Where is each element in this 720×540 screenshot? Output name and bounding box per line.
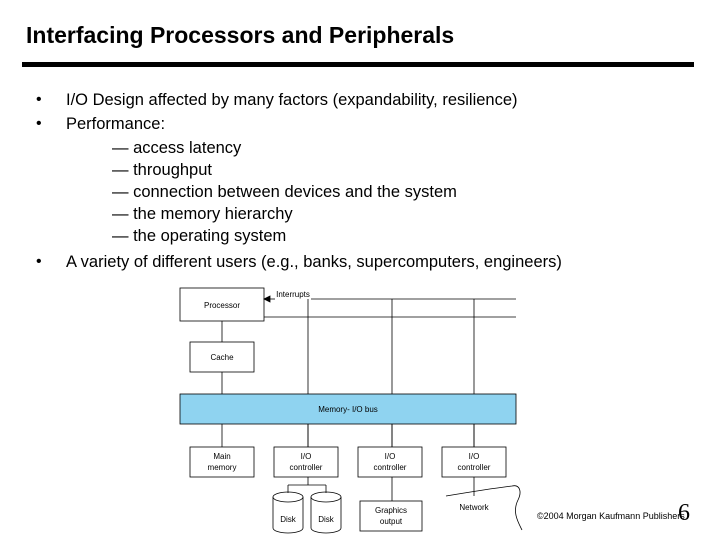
main-memory-box bbox=[189, 446, 255, 478]
bullet-users: A variety of different users (e.g., bank… bbox=[66, 253, 562, 271]
sub-item-operating-system: — the operating system bbox=[112, 227, 287, 245]
io-controller-label-line2: controller bbox=[458, 463, 491, 472]
io-controller-label-line1: I/O bbox=[301, 452, 312, 461]
main-memory-label-line2: memory bbox=[208, 463, 237, 472]
bus-label: Memory- I/O bus bbox=[318, 405, 378, 414]
page-number: 6 bbox=[678, 500, 690, 526]
io-controller-box-1 bbox=[273, 446, 339, 478]
bullet-performance: Performance: bbox=[66, 115, 166, 133]
io-controller-label-line2: controller bbox=[290, 463, 323, 472]
sub-item-access-latency: — access latency bbox=[112, 139, 242, 157]
io-controller-label-line1: I/O bbox=[385, 452, 396, 461]
processor-label: Processor bbox=[204, 301, 240, 310]
disk-icon bbox=[310, 491, 342, 534]
main-memory-label-line1: Main bbox=[213, 452, 230, 461]
graphics-output-box bbox=[359, 500, 423, 532]
disk-label: Disk bbox=[280, 515, 297, 524]
bullet-io-design: I/O Design affected by many factors (exp… bbox=[66, 91, 518, 109]
bullet-marker: • bbox=[36, 253, 42, 270]
sub-item-throughput: — throughput bbox=[112, 161, 212, 179]
io-controller-label-line1: I/O bbox=[469, 452, 480, 461]
io-controller-label-line2: controller bbox=[374, 463, 407, 472]
sub-item-memory-hierarchy: — the memory hierarchy bbox=[112, 205, 293, 223]
cache-label: Cache bbox=[210, 353, 234, 362]
disk-label: Disk bbox=[318, 515, 335, 524]
disk-icon bbox=[272, 491, 304, 534]
io-controller-box-2 bbox=[357, 446, 423, 478]
title-rule bbox=[22, 62, 694, 67]
bullet-marker: • bbox=[36, 115, 42, 132]
graphics-output-label-line2: output bbox=[380, 517, 403, 526]
graphics-output-label-line1: Graphics bbox=[375, 506, 407, 515]
interrupts-label: Interrupts bbox=[276, 290, 310, 299]
network-label: Network bbox=[459, 503, 489, 512]
network-cloud bbox=[445, 485, 523, 531]
interrupt-arrowhead bbox=[263, 295, 271, 303]
memory-io-bus bbox=[179, 393, 517, 425]
sub-item-connection: — connection between devices and the sys… bbox=[112, 183, 457, 201]
slide-title: Interfacing Processors and Peripherals bbox=[26, 22, 455, 48]
copyright-footer: ©2004 Morgan Kaufmann Publishers bbox=[537, 511, 685, 521]
bullet-marker: • bbox=[36, 91, 42, 108]
